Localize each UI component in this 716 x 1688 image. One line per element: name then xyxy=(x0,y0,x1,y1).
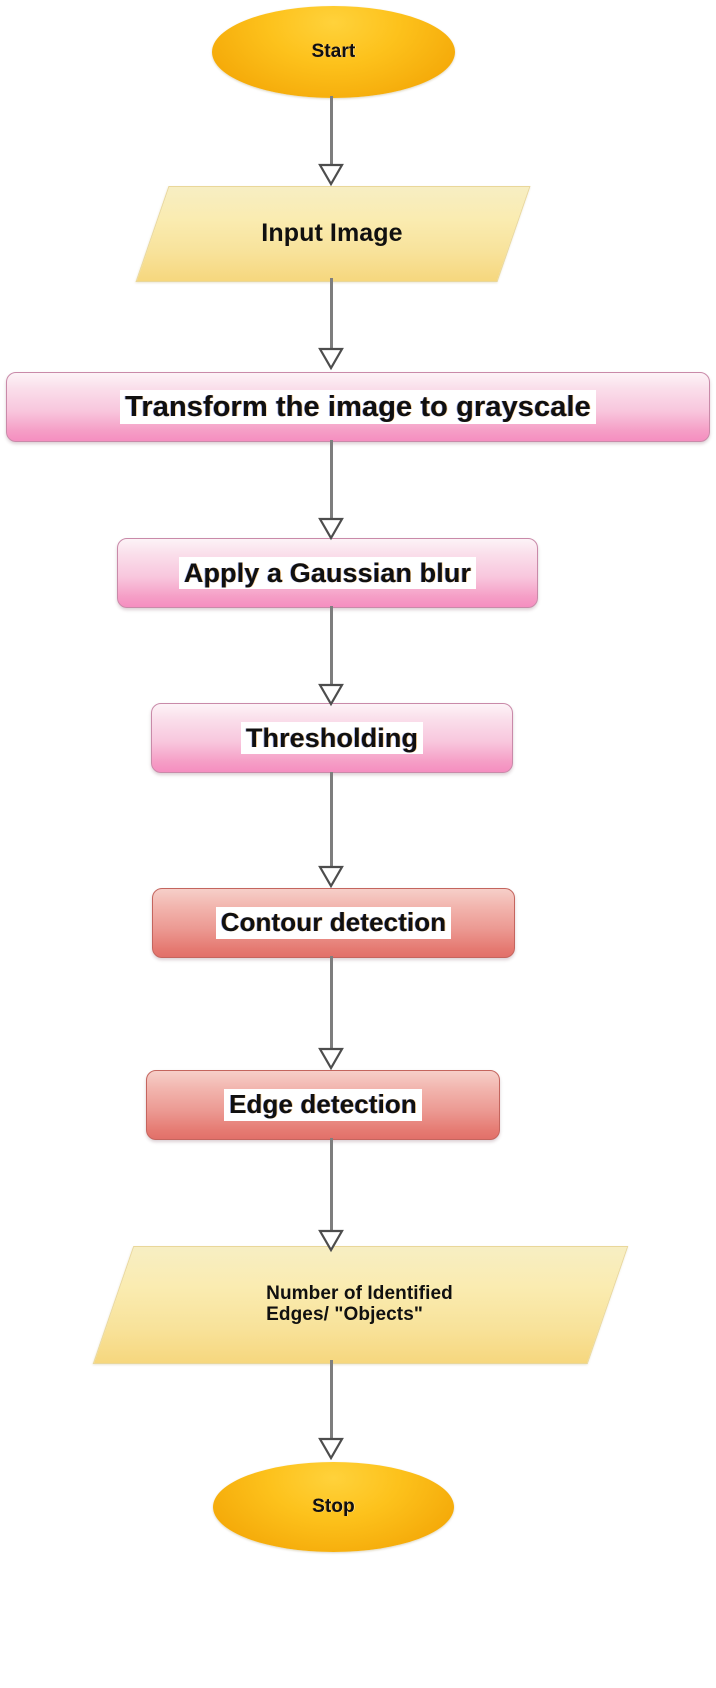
node-stop[interactable]: Stop xyxy=(213,1462,454,1552)
connector-start-to-input xyxy=(330,96,333,170)
node-output-count[interactable]: Number of Identified Edges/ "Objects" xyxy=(92,1246,629,1364)
connector-edge-to-output xyxy=(330,1138,333,1234)
node-input-image-label: Input Image xyxy=(261,219,403,247)
node-input-image-text: Input Image xyxy=(152,186,512,280)
node-gaussian-blur-label: Apply a Gaussian blur xyxy=(178,556,477,590)
node-thresholding[interactable]: Thresholding xyxy=(151,703,513,773)
node-output-count-label: Number of Identified Edges/ "Objects" xyxy=(266,1282,453,1325)
node-grayscale-label: Transform the image to grayscale xyxy=(120,389,596,425)
connector-contour-to-edge xyxy=(330,956,333,1052)
node-contour-detection[interactable]: Contour detection xyxy=(152,888,515,958)
node-contour-detection-label: Contour detection xyxy=(215,907,452,939)
node-edge-detection-label: Edge detection xyxy=(224,1089,422,1121)
node-grayscale[interactable]: Transform the image to grayscale xyxy=(6,372,710,442)
connector-input-to-grayscale xyxy=(330,278,333,354)
connector-output-to-stop xyxy=(330,1360,333,1444)
node-start-label: Start xyxy=(311,41,356,63)
node-start[interactable]: Start xyxy=(212,6,455,98)
node-input-image[interactable]: Input Image xyxy=(135,186,531,282)
connector-blur-to-thresholding xyxy=(330,606,333,690)
connector-thresholding-to-contour xyxy=(330,772,333,870)
node-output-count-text: Number of Identified Edges/ "Objects" xyxy=(113,1246,606,1362)
node-gaussian-blur[interactable]: Apply a Gaussian blur xyxy=(117,538,538,608)
node-thresholding-label: Thresholding xyxy=(240,721,424,755)
connector-grayscale-to-blur xyxy=(330,440,333,524)
node-edge-detection[interactable]: Edge detection xyxy=(146,1070,500,1140)
node-stop-label: Stop xyxy=(312,1496,355,1518)
